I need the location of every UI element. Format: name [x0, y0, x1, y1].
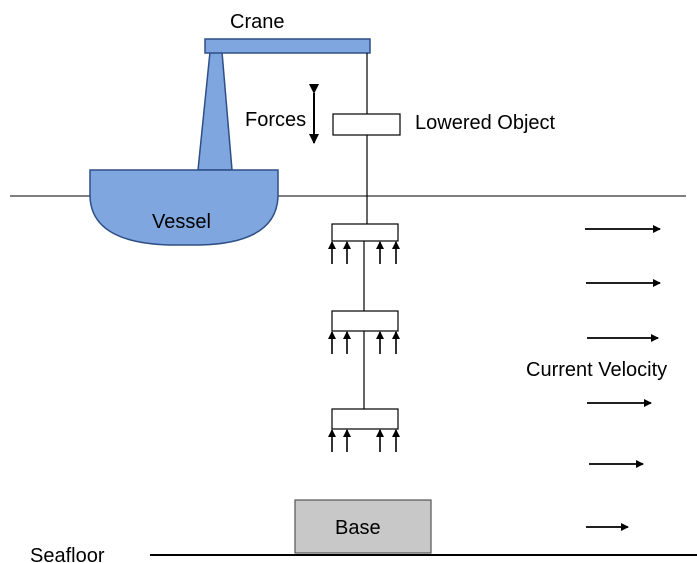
crane-label: Crane	[230, 11, 284, 33]
vessel-hull	[89, 169, 279, 246]
submerged-object-box	[331, 223, 399, 242]
base-block	[294, 499, 432, 554]
lowered-object-box	[332, 113, 401, 136]
lowered-object-label: Lowered Object	[415, 112, 556, 134]
current-velocity-label: Current Velocity	[526, 359, 667, 381]
submerged-object-box	[331, 408, 399, 430]
seafloor-label: Seafloor	[30, 545, 105, 563]
crane-boom	[204, 38, 371, 54]
vessel-label: Vessel	[152, 211, 211, 233]
crane-mast	[197, 51, 233, 171]
submerged-object-box	[331, 310, 399, 332]
upward-force-arrows	[328, 241, 400, 452]
forces-label: Forces	[245, 109, 306, 131]
current-velocity-arrows	[585, 225, 661, 531]
base-label: Base	[335, 517, 381, 539]
